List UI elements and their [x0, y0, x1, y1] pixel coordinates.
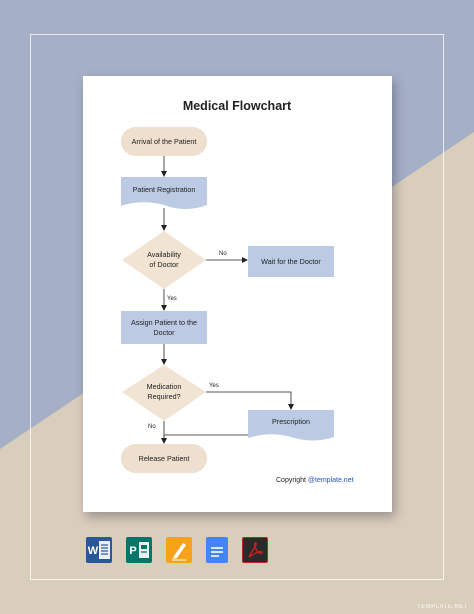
edge-label-medication-no: No [148, 424, 156, 430]
node-arrival-label: Arrival of the Patient [131, 136, 197, 146]
pdf-glyph [247, 541, 263, 558]
edge-label-availability-no: No [219, 251, 227, 257]
google-docs-glyph [211, 547, 223, 557]
edge-label-medication-yes: Yes [209, 383, 219, 389]
edge-medication-prescription [206, 391, 294, 410]
node-medication-shape [122, 365, 206, 421]
pages-glyph [172, 543, 186, 561]
node-prescription-shape [248, 410, 334, 441]
copyright-brand-link[interactable]: @template.net [307, 477, 354, 484]
svg-text:W: W [88, 545, 99, 557]
node-assign-shape [121, 311, 207, 344]
node-availability-label: Availability of Doctor [147, 250, 181, 269]
page-title: Medical Flowchart [182, 99, 292, 113]
node-wait-shape [248, 246, 334, 277]
word-glyph: W [88, 541, 110, 559]
node-availability-shape [122, 231, 206, 289]
publisher-glyph: P [129, 542, 149, 558]
node-arrival-shape [121, 127, 207, 156]
pages-icon[interactable] [166, 537, 192, 563]
word-icon[interactable]: W [86, 537, 112, 563]
copyright-prefix: Copyright [276, 477, 308, 484]
publisher-icon[interactable]: P [126, 537, 152, 563]
node-registration-shape [121, 177, 207, 209]
node-prescription-label: Prescription [272, 417, 310, 427]
node-medication-label: Medication Required? [146, 382, 182, 401]
node-release-label: Release Patient [138, 453, 190, 463]
pdf-icon[interactable] [242, 537, 268, 563]
copyright-text: Copyright @template.net [276, 477, 354, 484]
node-release-shape [121, 444, 207, 473]
svg-text:P: P [129, 545, 136, 557]
google-docs-icon[interactable] [206, 537, 228, 563]
decorative-frame [30, 34, 444, 580]
watermark: TEMPLATE.NET [417, 604, 468, 610]
edge-label-availability-yes: Yes [167, 296, 177, 302]
node-registration-label: Patient Registration [132, 185, 196, 195]
node-wait-label: Wait for the Doctor [261, 256, 321, 266]
node-assign-label: Assign Patient to the Doctor [131, 317, 197, 337]
